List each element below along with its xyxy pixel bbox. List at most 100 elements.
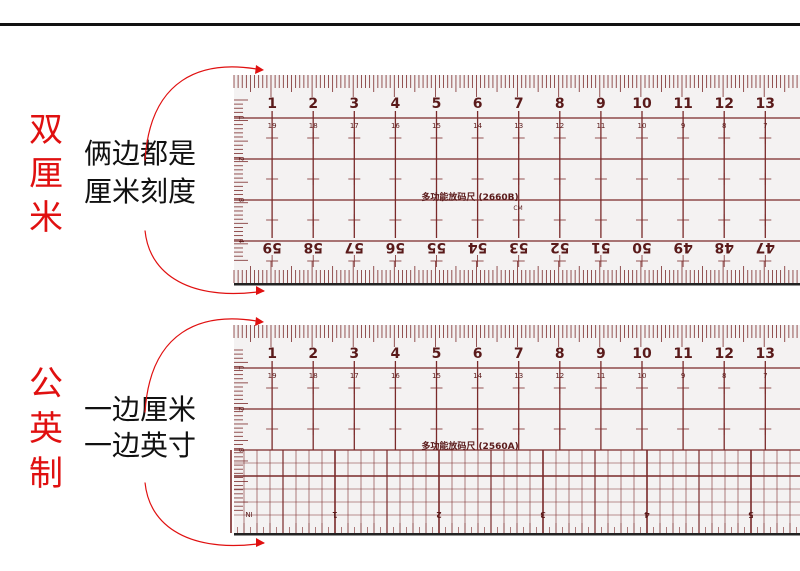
cm-number: 1 xyxy=(267,346,277,362)
side-number: 1 xyxy=(237,366,245,370)
cm-number: 3 xyxy=(349,346,359,362)
cm-number-inverted: 56 xyxy=(386,239,405,255)
cm-number: 11 xyxy=(673,346,692,362)
desc-line: 厘米刻度 xyxy=(84,175,197,208)
inch-number: 2 xyxy=(436,510,442,519)
side-number: 4 xyxy=(237,239,245,244)
side-number: 1 xyxy=(237,116,245,120)
small-number: 11 xyxy=(596,372,605,380)
small-number: 8 xyxy=(722,122,726,130)
small-number: 11 xyxy=(596,122,605,130)
cm-number: 2 xyxy=(308,346,318,362)
cm-number: 9 xyxy=(596,346,606,362)
cm-number-inverted: 58 xyxy=(303,239,322,255)
cm-number: 5 xyxy=(432,96,442,112)
cm-number: 4 xyxy=(391,346,401,362)
cm-number-inverted: 52 xyxy=(550,239,569,255)
small-number: 9 xyxy=(681,122,685,130)
title-char: 米 xyxy=(29,198,63,238)
cm-number-inverted: 48 xyxy=(714,239,733,255)
small-number: 7 xyxy=(763,372,767,380)
small-number: 14 xyxy=(473,372,482,380)
small-number: 13 xyxy=(514,122,523,130)
inch-number: 3 xyxy=(540,510,546,519)
model-label: 多功能放码尺 (2660B) xyxy=(421,191,518,203)
small-number: 7 xyxy=(763,122,767,130)
unit-label: IN xyxy=(245,510,252,518)
small-number: 15 xyxy=(432,372,441,380)
ruler-edge xyxy=(234,283,800,286)
unit-label: CM xyxy=(513,205,522,212)
cm-number-inverted: 51 xyxy=(591,239,610,255)
desc-line: 一边厘米 xyxy=(84,393,197,426)
small-number: 14 xyxy=(473,122,482,130)
cm-number: 8 xyxy=(555,346,565,362)
cm-number: 12 xyxy=(714,96,733,112)
small-number: 18 xyxy=(309,122,318,130)
cm-number: 13 xyxy=(756,96,775,112)
desc-line: 一边英寸 xyxy=(84,429,197,462)
cm-number: 6 xyxy=(473,346,483,362)
cm-number-inverted: 53 xyxy=(509,239,528,255)
cm-number: 3 xyxy=(349,96,359,112)
title-char: 公 xyxy=(29,364,63,404)
cm-number: 2 xyxy=(308,96,318,112)
arrow-arc xyxy=(144,230,265,295)
small-number: 16 xyxy=(391,122,400,130)
model-label: 多功能放码尺 (2560A) xyxy=(421,440,518,452)
small-number: 18 xyxy=(309,372,318,380)
side-number: 3 xyxy=(237,198,245,202)
cm-number: 11 xyxy=(673,96,692,112)
cm-number: 10 xyxy=(632,346,652,362)
cm-number-inverted: 54 xyxy=(468,239,488,255)
inch-number: 4 xyxy=(644,510,650,519)
cm-number-inverted: 55 xyxy=(427,239,446,255)
small-number: 19 xyxy=(268,122,277,130)
cm-number: 12 xyxy=(714,346,733,362)
small-number: 15 xyxy=(432,122,441,130)
small-number: 10 xyxy=(638,122,647,130)
small-number: 13 xyxy=(514,372,523,380)
small-number: 8 xyxy=(722,372,726,380)
small-number: 10 xyxy=(638,372,647,380)
side-number: 2 xyxy=(237,407,245,411)
ruler-edge xyxy=(234,533,800,536)
title-char: 厘 xyxy=(29,154,63,194)
arrow-head-icon xyxy=(255,317,264,326)
small-number: 12 xyxy=(555,372,564,380)
title-char: 制 xyxy=(29,454,63,494)
arrow-head-icon xyxy=(256,538,265,547)
arrow-arc xyxy=(144,318,263,413)
cm-number: 7 xyxy=(514,346,524,362)
title-char: 双 xyxy=(29,110,63,150)
cm-number-inverted: 49 xyxy=(673,239,692,255)
small-number: 9 xyxy=(681,372,685,380)
cm-number: 9 xyxy=(596,96,606,112)
arrow-arc xyxy=(144,482,265,547)
cm-number-inverted: 50 xyxy=(632,239,652,255)
inch-number: 1 xyxy=(332,510,338,519)
cm-number: 10 xyxy=(632,96,652,112)
cm-number: 6 xyxy=(473,96,483,112)
inch-number: 5 xyxy=(748,510,754,519)
cm-number: 13 xyxy=(756,346,775,362)
small-number: 19 xyxy=(268,372,277,380)
cm-number-inverted: 59 xyxy=(262,239,281,255)
arrow-arc xyxy=(144,66,263,161)
cm-number: 7 xyxy=(514,96,524,112)
arrow-head-icon xyxy=(256,286,265,295)
cm-number-inverted: 57 xyxy=(345,239,364,255)
cm-number: 1 xyxy=(267,96,277,112)
title-char: 英 xyxy=(29,409,63,449)
cm-number: 8 xyxy=(555,96,565,112)
small-number: 12 xyxy=(555,122,564,130)
cm-number: 5 xyxy=(432,346,442,362)
divider-line xyxy=(0,23,800,26)
cm-number: 4 xyxy=(391,96,401,112)
cm-number-inverted: 47 xyxy=(756,239,775,255)
small-number: 17 xyxy=(350,372,359,380)
desc-line: 俩边都是 xyxy=(84,137,197,170)
arrow-head-icon xyxy=(255,65,264,74)
small-number: 17 xyxy=(350,122,359,130)
